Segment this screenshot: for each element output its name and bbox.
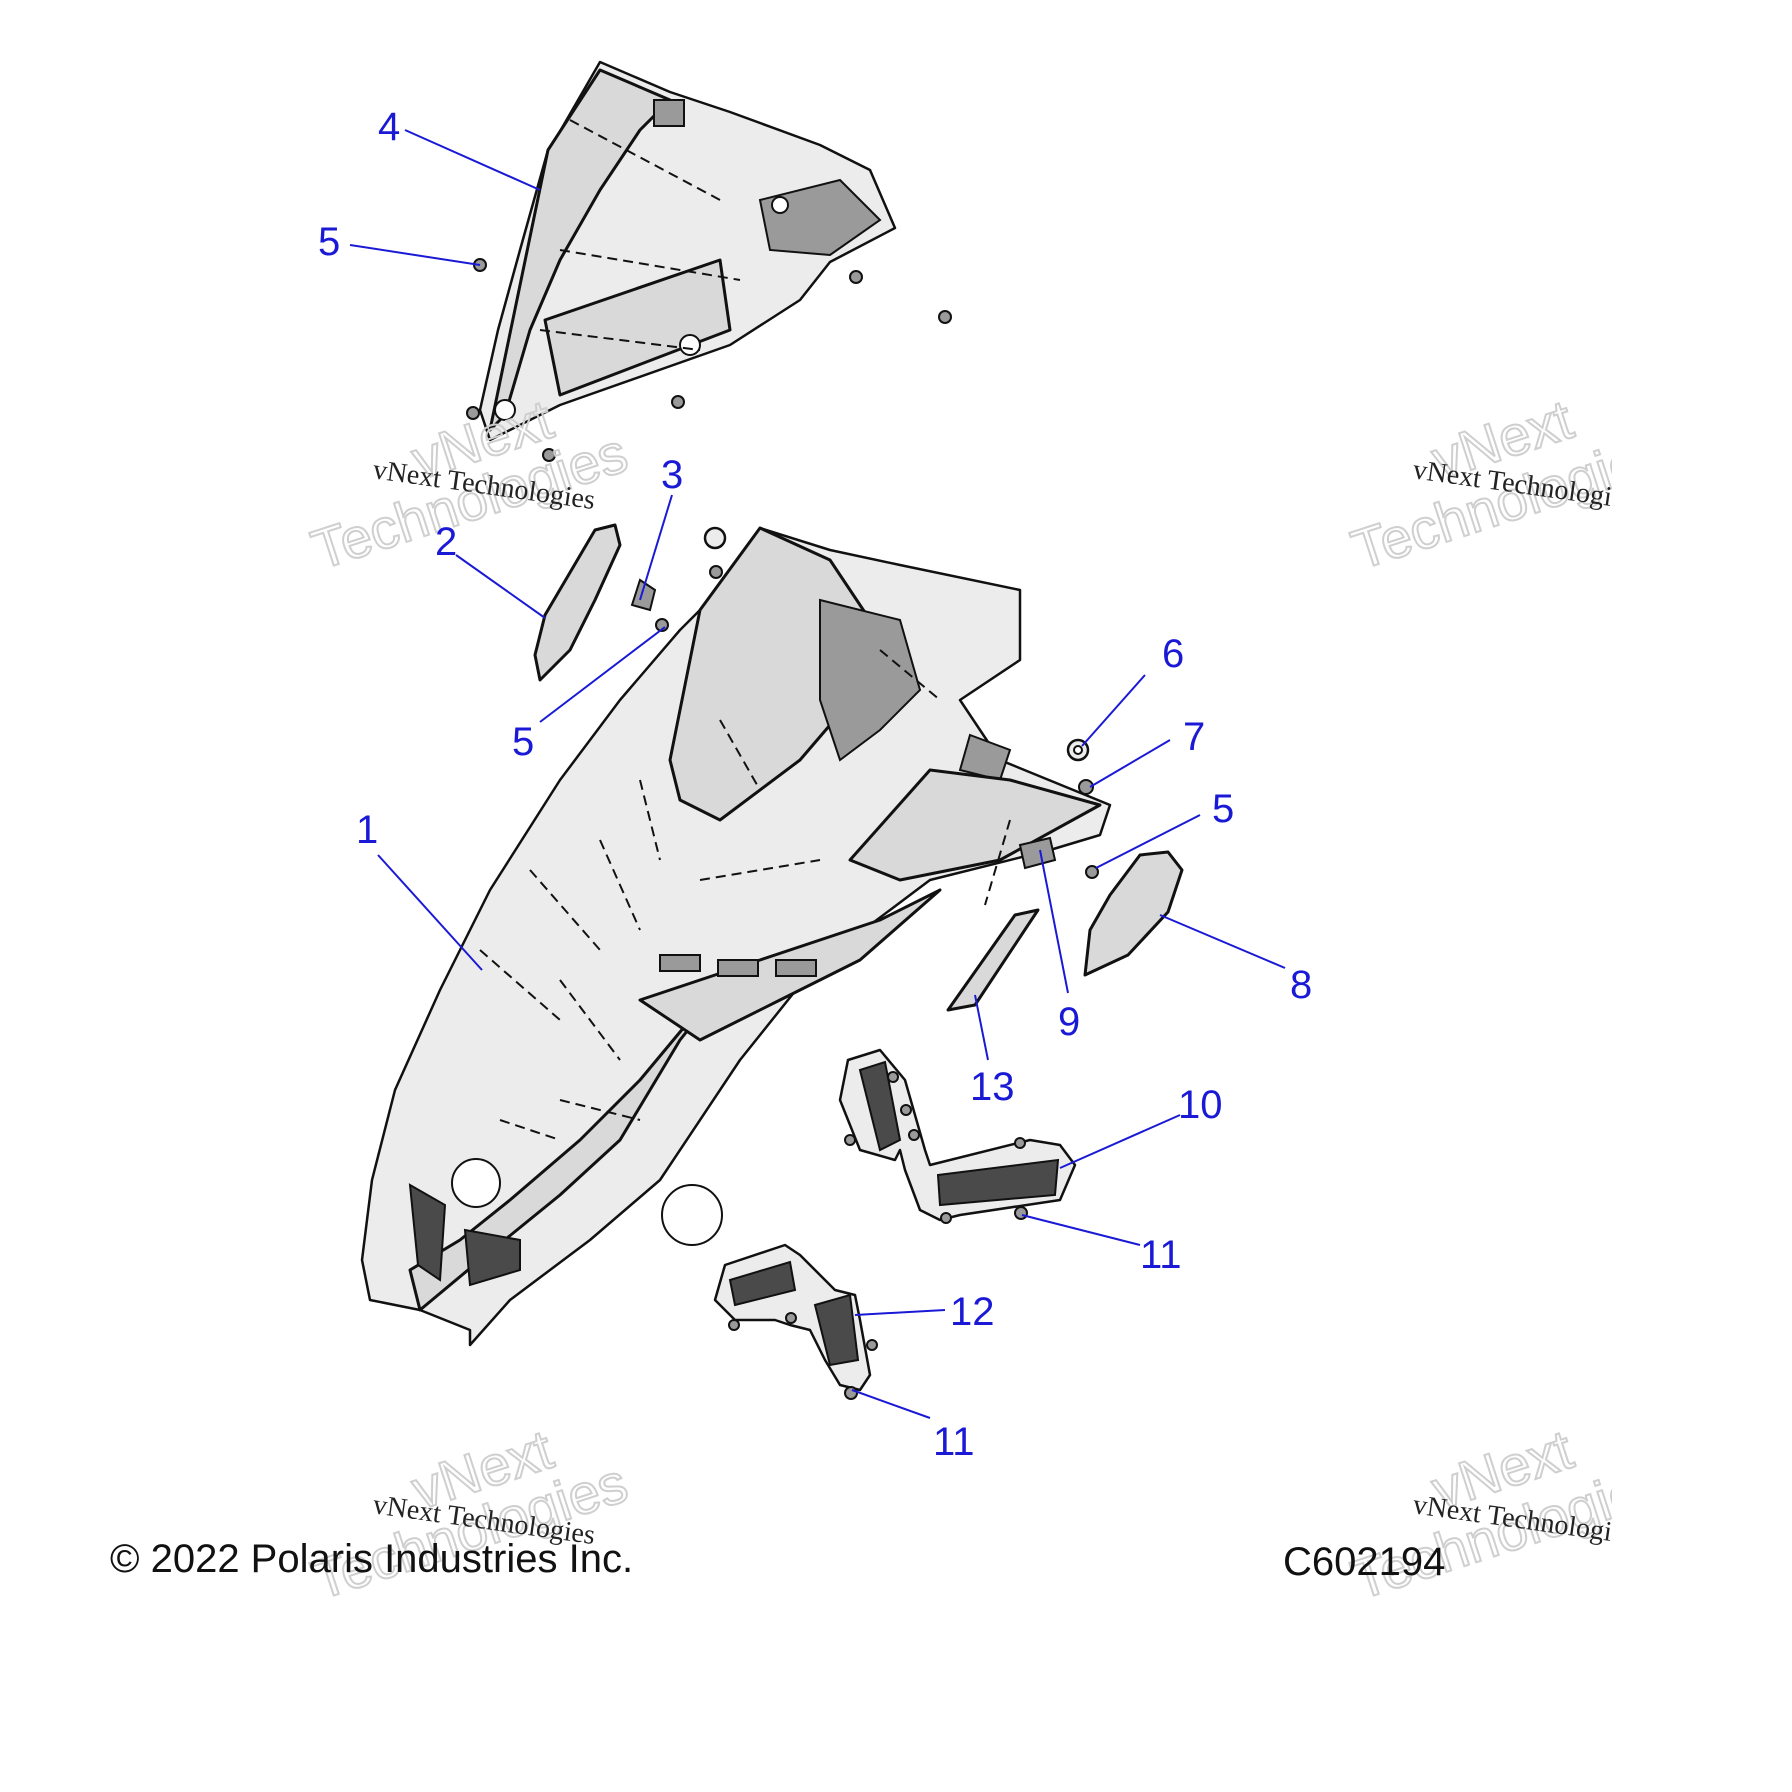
trim-piece-part-2 xyxy=(533,523,622,682)
callout-5-right: 5 xyxy=(1212,787,1234,831)
callout-5-middle: 5 xyxy=(512,720,534,764)
diagram-id: C602194 xyxy=(1283,1540,1445,1584)
eye-bolt-upper xyxy=(655,526,727,632)
strip-part-13 xyxy=(946,819,1040,1012)
right-margin-mask xyxy=(1612,0,1792,1792)
callout-11-lower: 11 xyxy=(933,1420,975,1464)
callout-3: 3 xyxy=(661,453,683,497)
callout-7: 7 xyxy=(1183,715,1205,759)
callout-labels: 4 5 3 2 5 1 6 7 5 8 9 13 10 11 12 11 xyxy=(318,105,1312,1464)
grille-bracket-part-12 xyxy=(713,1243,878,1400)
callout-6: 6 xyxy=(1162,632,1184,676)
callout-11-upper: 11 xyxy=(1140,1233,1182,1277)
copyright-text: © 2022 Polaris Industries Inc. xyxy=(110,1537,633,1581)
clip-part-3 xyxy=(630,578,657,612)
bracket-part-9 xyxy=(1018,836,1057,870)
callout-13: 13 xyxy=(970,1065,1015,1109)
callout-2: 2 xyxy=(435,520,457,564)
side-panel-part-8 xyxy=(1083,850,1184,977)
screw-set-upper xyxy=(466,258,952,462)
screw-part-5c xyxy=(1085,865,1099,879)
callout-4: 4 xyxy=(378,105,400,149)
callout-10: 10 xyxy=(1178,1083,1223,1127)
windshield-part-4 xyxy=(478,60,897,442)
callout-12: 12 xyxy=(950,1290,995,1334)
callout-5-upper: 5 xyxy=(318,220,340,264)
leader-lines xyxy=(349,129,1286,1419)
hood-part-1 xyxy=(360,526,1112,1347)
grille-bracket-part-10 xyxy=(838,1048,1077,1224)
watermark-lower-left: vNext Technologies vNext Technologies xyxy=(303,1416,635,1612)
washer-part-7 xyxy=(1078,779,1094,795)
callout-1: 1 xyxy=(356,808,378,852)
callout-8: 8 xyxy=(1290,963,1312,1007)
callout-9: 9 xyxy=(1058,1000,1080,1044)
